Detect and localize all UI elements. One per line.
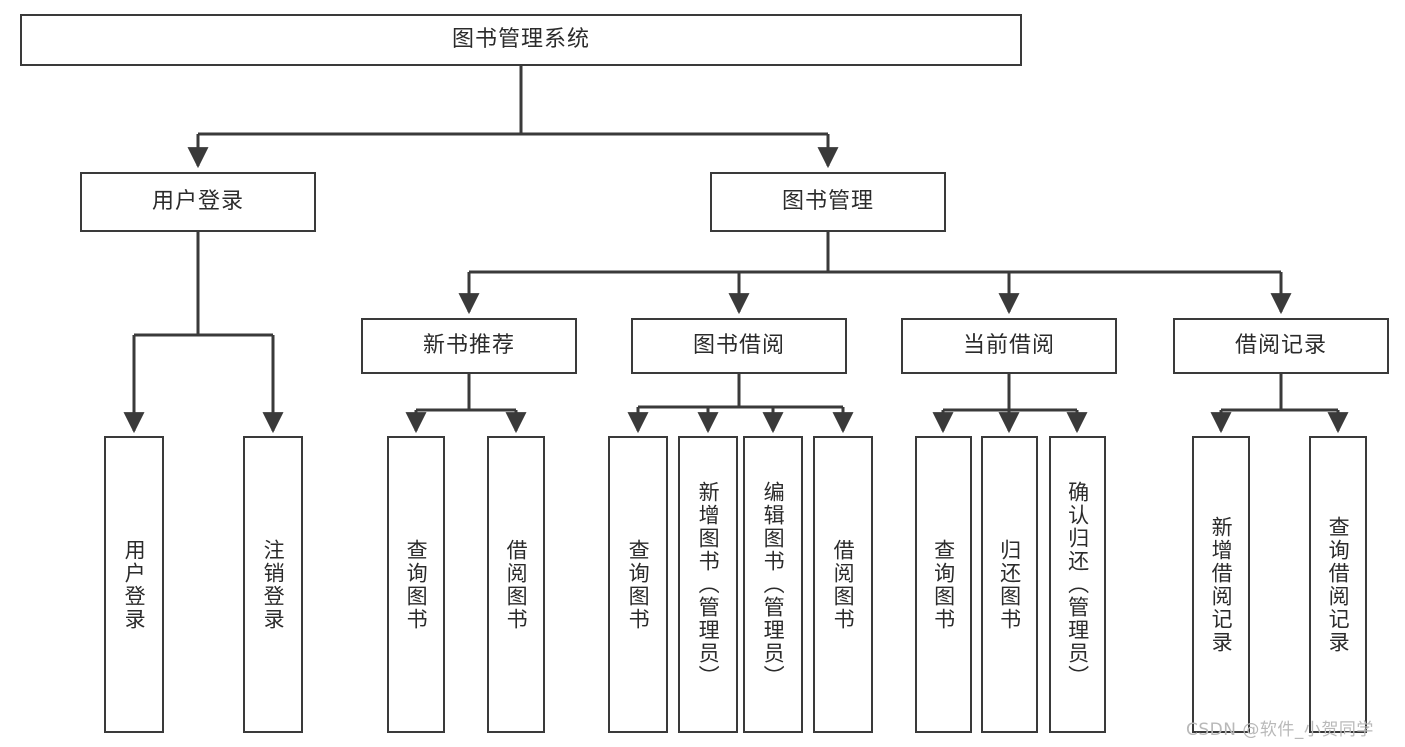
leaf-node[interactable]: 确认归还（管理员） bbox=[1049, 436, 1106, 733]
leaf-node-label: 查询图书 bbox=[626, 538, 651, 631]
node-book-management[interactable]: 图书管理 bbox=[710, 172, 946, 232]
node-current-borrow[interactable]: 当前借阅 bbox=[901, 318, 1117, 374]
node-borrow-record[interactable]: 借阅记录 bbox=[1173, 318, 1389, 374]
leaf-node-label: 注销登录 bbox=[261, 538, 286, 631]
leaf-node[interactable]: 查询借阅记录 bbox=[1309, 436, 1367, 733]
leaf-node-label: 编辑图书（管理员） bbox=[761, 481, 786, 688]
leaf-node[interactable]: 编辑图书（管理员） bbox=[743, 436, 803, 733]
leaf-node-label: 归还图书 bbox=[997, 538, 1022, 631]
node-root-system[interactable]: 图书管理系统 bbox=[20, 14, 1022, 66]
leaf-node-label: 查询借阅记录 bbox=[1326, 515, 1351, 654]
leaf-node-label: 查询图书 bbox=[404, 538, 429, 631]
node-label: 借阅记录 bbox=[1234, 332, 1327, 358]
leaf-node-label: 新增图书（管理员） bbox=[696, 481, 721, 688]
leaf-node-label: 借阅图书 bbox=[504, 538, 529, 631]
node-label: 用户登录 bbox=[151, 188, 244, 214]
node-label: 图书管理 bbox=[781, 188, 874, 214]
node-label: 当前借阅 bbox=[962, 332, 1055, 358]
node-book-borrow[interactable]: 图书借阅 bbox=[631, 318, 847, 374]
leaf-node-label: 查询图书 bbox=[931, 538, 956, 631]
leaf-node[interactable]: 查询图书 bbox=[387, 436, 445, 733]
leaf-node-label: 新增借阅记录 bbox=[1209, 515, 1234, 654]
node-new-book-recommend[interactable]: 新书推荐 bbox=[361, 318, 577, 374]
leaf-node[interactable]: 归还图书 bbox=[981, 436, 1038, 733]
leaf-node[interactable]: 注销登录 bbox=[243, 436, 303, 733]
leaf-node[interactable]: 用户登录 bbox=[104, 436, 164, 733]
leaf-node-label: 借阅图书 bbox=[831, 538, 856, 631]
leaf-node[interactable]: 借阅图书 bbox=[813, 436, 873, 733]
leaf-node-label: 用户登录 bbox=[122, 538, 147, 631]
leaf-node[interactable]: 查询图书 bbox=[608, 436, 668, 733]
leaf-node[interactable]: 新增图书（管理员） bbox=[678, 436, 738, 733]
leaf-node-label: 确认归还（管理员） bbox=[1065, 481, 1090, 688]
csdn-watermark: CSDN @软件_小贺同学 bbox=[1186, 720, 1374, 740]
node-label: 新书推荐 bbox=[422, 332, 515, 358]
node-label: 图书借阅 bbox=[692, 332, 785, 358]
leaf-node[interactable]: 新增借阅记录 bbox=[1192, 436, 1250, 733]
leaf-node[interactable]: 借阅图书 bbox=[487, 436, 545, 733]
node-label: 图书管理系统 bbox=[451, 26, 590, 52]
leaf-node[interactable]: 查询图书 bbox=[915, 436, 972, 733]
node-user-login[interactable]: 用户登录 bbox=[80, 172, 316, 232]
